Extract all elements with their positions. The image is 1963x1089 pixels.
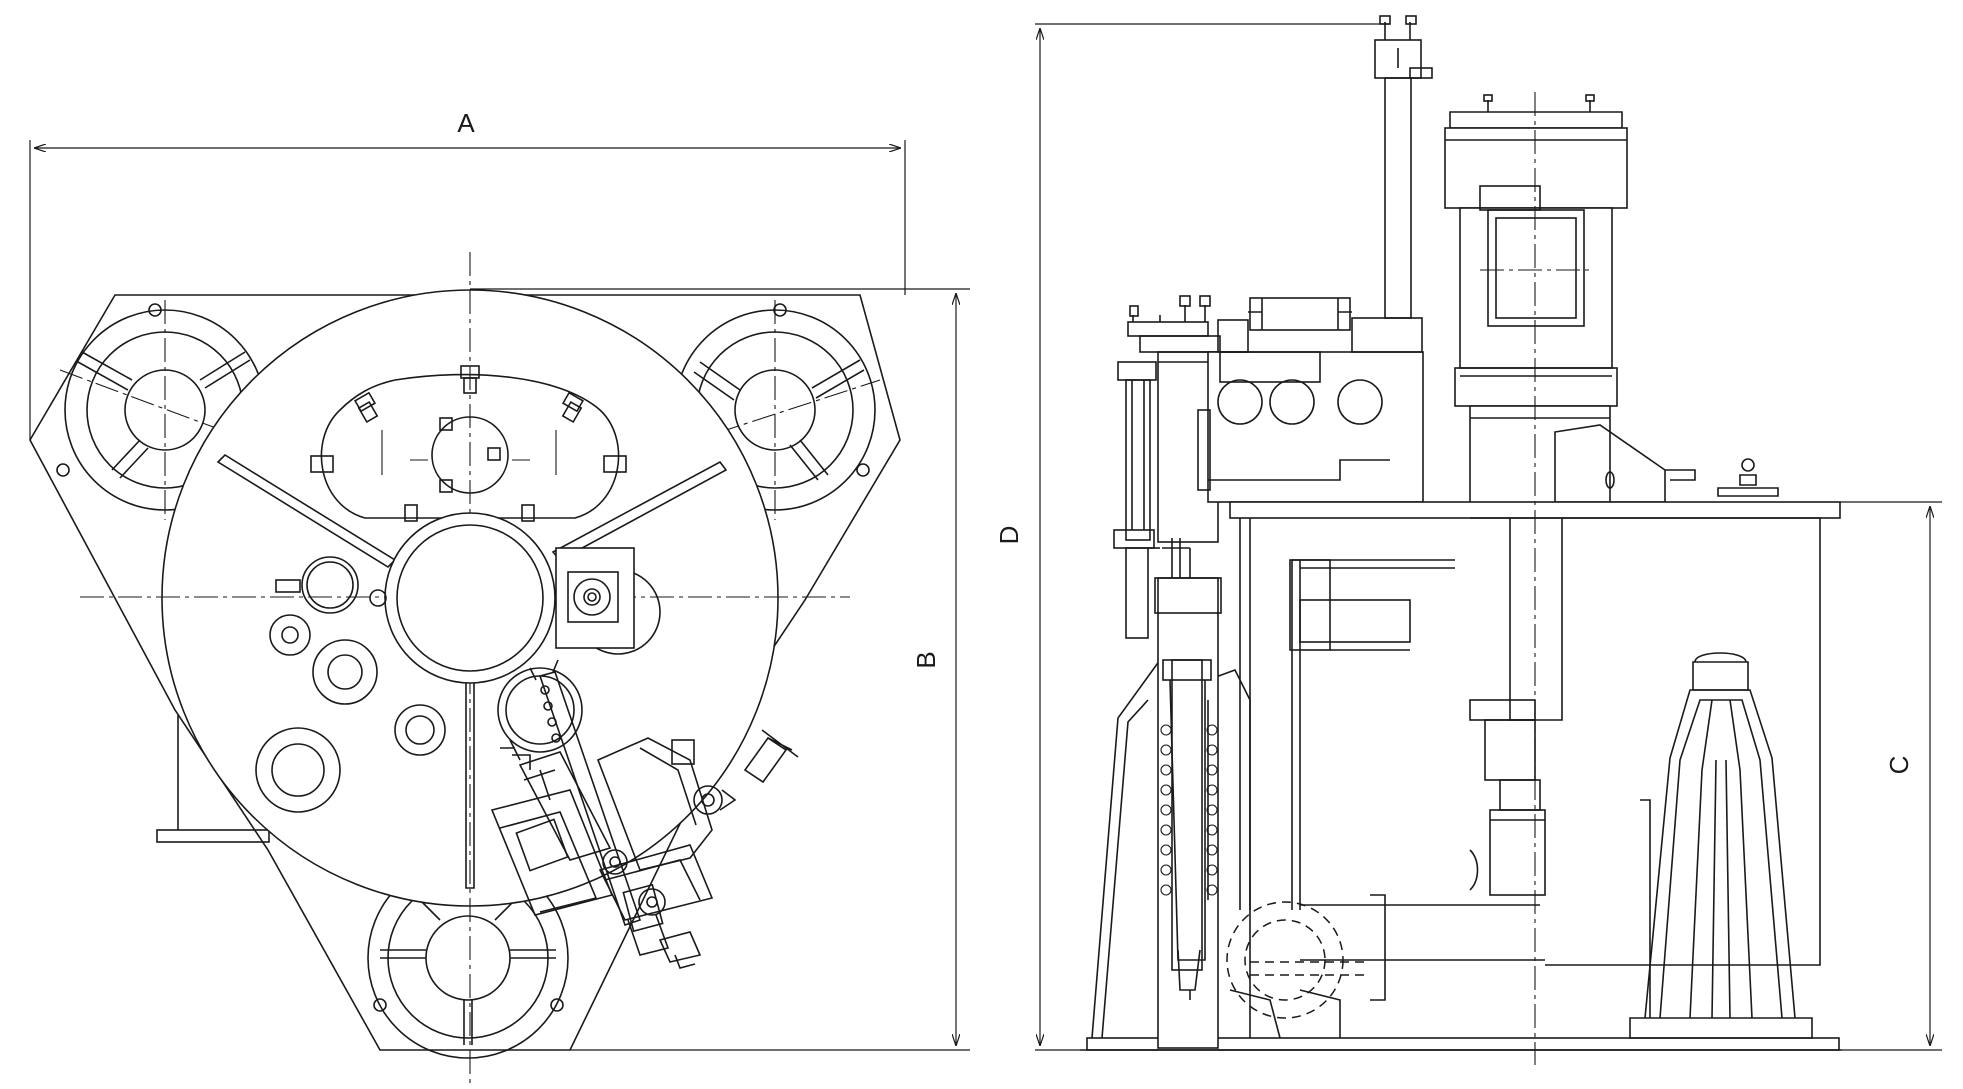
nozzle-medium-2 — [394, 704, 446, 756]
central-basket — [384, 512, 556, 684]
dimension-b: B — [470, 288, 970, 1051]
mount-hole — [373, 998, 387, 1012]
vessel-body — [1289, 517, 1821, 1001]
feed-box — [555, 547, 661, 655]
mount-hole — [550, 998, 564, 1012]
damper-foot-bottom — [367, 857, 569, 1059]
spring-coils — [1160, 724, 1218, 896]
valve-block — [1127, 295, 1221, 543]
hidden-discharge-valve — [1226, 901, 1344, 1019]
mount-hole — [56, 463, 70, 477]
nozzle-ring — [301, 556, 359, 614]
scraper-assembly — [490, 659, 737, 969]
dimension-c: C — [1840, 501, 1942, 1051]
upper-cover — [320, 373, 620, 519]
support-cone — [1629, 652, 1813, 1039]
dimension-d: D — [994, 23, 1390, 1051]
damper-foot-top-left — [59, 300, 276, 520]
mount-hole — [856, 463, 870, 477]
dimension-label-b: B — [911, 651, 941, 668]
discharge-stub — [743, 729, 799, 784]
plan-view: A B — [29, 108, 970, 1085]
foot-tab — [156, 829, 270, 843]
nozzle-large — [255, 727, 341, 813]
nozzle-small — [269, 614, 311, 656]
cover-hub — [431, 416, 509, 494]
dimension-label-c: C — [1884, 756, 1914, 775]
drive-motor — [1444, 94, 1628, 512]
gearbox-housing — [1197, 297, 1424, 503]
dimension-a: A — [29, 108, 906, 440]
nozzle-partial — [369, 589, 387, 607]
cylinder-column — [1154, 538, 1222, 1049]
motor-bracket — [1554, 424, 1779, 503]
hydraulic-cylinder — [1113, 361, 1160, 639]
nozzle-medium — [312, 639, 378, 705]
side-view: D C — [994, 15, 1942, 1065]
base-frame — [1086, 1037, 1840, 1051]
left-leg — [1091, 657, 1161, 1039]
central-basket-inner — [396, 524, 544, 672]
dimension-label-d: D — [994, 526, 1024, 545]
vent-pipe — [1374, 15, 1433, 319]
cover-clamps — [310, 365, 627, 522]
dimension-label-a: A — [457, 108, 475, 138]
